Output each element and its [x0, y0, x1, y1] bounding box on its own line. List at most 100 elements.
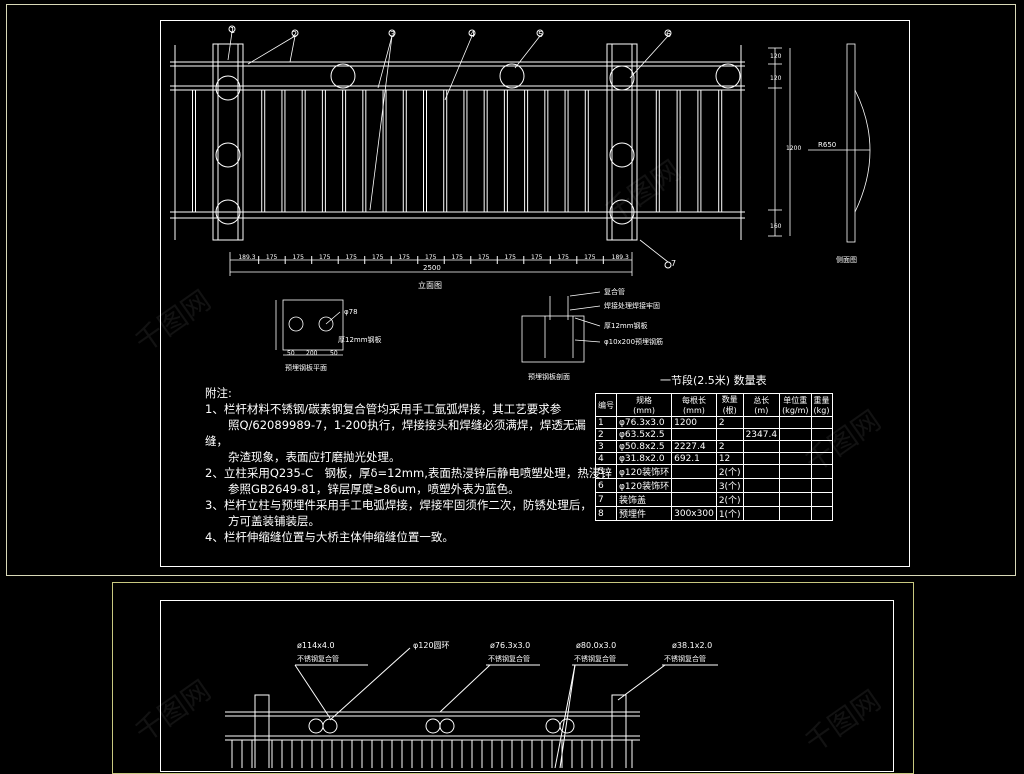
- side-view-radius: R650: [818, 141, 836, 149]
- qty-cell: 2227.4: [671, 440, 717, 453]
- callout-7: 7: [671, 259, 676, 268]
- plate-section-title: 预埋钢板剖面: [528, 372, 570, 381]
- qty-cell: [779, 492, 812, 507]
- callout-circle: [468, 29, 476, 37]
- plate-dim-h3: 50: [330, 350, 338, 357]
- leader-line: [639, 239, 669, 263]
- qty-cell: [779, 506, 812, 521]
- qty-cell: φ76.3x3.0: [615, 416, 673, 429]
- qty-header-cell: 重量(kg): [810, 393, 833, 417]
- leader-line: [554, 664, 576, 768]
- qty-cell: 300x300: [671, 506, 717, 521]
- dimension-label: 175: [558, 254, 570, 261]
- dimension-label: 175: [266, 254, 278, 261]
- qty-header-cell: 规格(mm): [615, 393, 673, 417]
- callout-4: 4: [470, 30, 475, 39]
- callout-circle: [228, 25, 236, 33]
- leader-line: [329, 647, 411, 721]
- callout-circle: [536, 29, 544, 37]
- leader-line: [439, 664, 491, 713]
- qty-cell: [779, 428, 812, 441]
- qty-cell: 3: [595, 440, 617, 453]
- plate-hole-dia: φ78: [344, 308, 358, 316]
- qty-cell: [671, 492, 717, 507]
- dimension-label: 175: [531, 254, 543, 261]
- bottom-ring: [425, 718, 441, 734]
- post-ring: [215, 142, 241, 168]
- bottom-ring: [545, 718, 561, 734]
- embedded-plate-plan: [282, 299, 344, 351]
- leader-line: [629, 35, 669, 79]
- decorative-ring: [499, 63, 525, 89]
- leader-line: [289, 35, 296, 63]
- qty-cell: [742, 416, 781, 429]
- bottom-spec-5: ø38.1x2.0: [672, 641, 712, 650]
- dimension-label: 175: [372, 254, 384, 261]
- qty-table-title: 一节段(2.5米) 数量表: [660, 374, 767, 387]
- leader-line: [514, 35, 541, 69]
- qty-header-cell: 数量(根): [715, 393, 744, 417]
- callout-circle: [664, 261, 672, 269]
- qty-cell: 1(个): [715, 506, 744, 521]
- qty-cell: [779, 416, 812, 429]
- callout-1: 1: [230, 26, 235, 35]
- leader-line: [444, 35, 473, 101]
- decorative-ring: [715, 63, 741, 89]
- decorative-ring: [330, 63, 356, 89]
- plate-hole: [318, 316, 334, 332]
- dimension-label: 189.3: [612, 254, 629, 261]
- post-ring: [609, 199, 635, 225]
- note-line: 2、立柱采用Q235-C 钢板，厚δ=12mm,表面热浸锌后静电喷塑处理，热浸锌: [205, 466, 612, 480]
- qty-cell: 3(个): [715, 478, 744, 493]
- drawing-frame-top: [160, 20, 910, 567]
- embedded-plate-section: [521, 315, 585, 363]
- qty-cell: φ63.5x2.5: [615, 428, 673, 441]
- qty-cell: 2(个): [715, 464, 744, 479]
- notes-block: 附注: 1、栏杆材料不锈钢/碳素钢复合管均采用手工氩弧焊接，其工艺要求参 照Q/…: [205, 385, 612, 545]
- dimension-label: 175: [319, 254, 331, 261]
- side-view-title: 侧面图: [836, 255, 857, 264]
- notes-heading: 附注:: [205, 386, 232, 400]
- section-label-1: 复合管: [604, 287, 625, 296]
- bottom-name-5: 不锈钢复合管: [664, 654, 706, 663]
- qty-table-header: 编号规格(mm)每根长(mm)数量(根)总长(m)单位重(kg/m)重量(kg): [595, 393, 833, 417]
- bottom-balusters: [231, 740, 633, 768]
- qty-cell: 预埋件: [615, 506, 673, 521]
- leader-line: [574, 339, 601, 343]
- side-view-post: [846, 43, 856, 243]
- qty-header-cell: 单位重(kg/m): [779, 393, 812, 417]
- callout-circle: [388, 29, 396, 37]
- bottom-post-left: [254, 694, 270, 768]
- callout-6: 6: [666, 30, 671, 39]
- bottom-name-3: 不锈钢复合管: [488, 654, 530, 663]
- qty-cell: [742, 492, 781, 507]
- qty-cell: [742, 440, 781, 453]
- leader-line: [369, 35, 393, 211]
- section-label-4: φ10x200预埋钢筋: [604, 337, 663, 346]
- leader-line: [574, 317, 601, 327]
- bottom-spec-3: ø76.3x3.0: [490, 641, 530, 650]
- bottom-ring: [308, 718, 324, 734]
- qty-cell: [810, 506, 833, 521]
- qty-table: 编号规格(mm)每根长(mm)数量(根)总长(m)单位重(kg/m)重量(kg)…: [595, 393, 833, 521]
- post-right: [606, 43, 638, 241]
- plate-dim-h2: 200: [306, 350, 318, 357]
- qty-cell: [810, 492, 833, 507]
- qty-cell: [715, 428, 744, 441]
- callout-5: 5: [538, 30, 543, 39]
- section-label-2: 焊接处理焊接牢固: [604, 301, 660, 310]
- qty-cell: [671, 478, 717, 493]
- qty-cell: [742, 452, 781, 465]
- bottom-spec-2: φ120圆环: [413, 641, 450, 650]
- dimension-label: 175: [584, 254, 596, 261]
- leader-line: [227, 31, 233, 61]
- right-dim-2: 120: [770, 75, 782, 82]
- qty-cell: 6: [595, 478, 617, 493]
- qty-cell: φ31.8x2.0: [615, 452, 673, 465]
- plate-dim-h1: 50: [287, 350, 295, 357]
